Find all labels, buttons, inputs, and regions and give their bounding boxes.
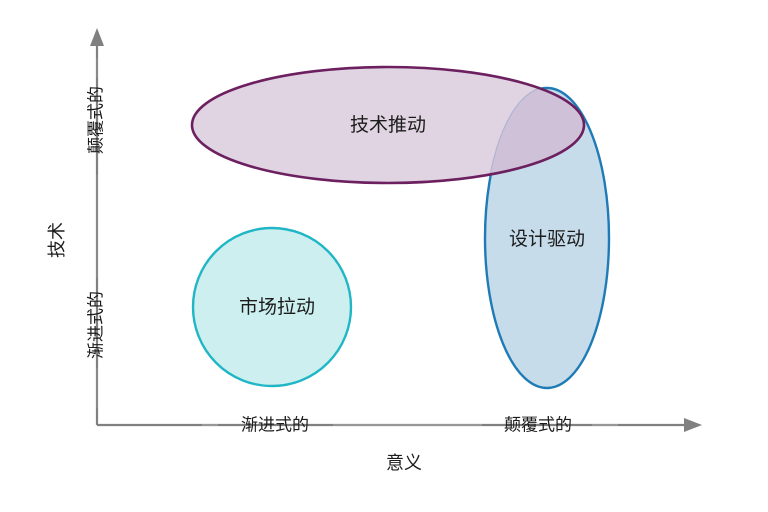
x-axis-title: 意义: [386, 453, 422, 473]
y-axis-high-label: 颠覆式的: [86, 86, 105, 154]
market-pull-circle[interactable]: [191, 226, 353, 388]
y-axis-low-label: 渐进式的: [86, 291, 105, 359]
x-axis-arrow-icon: [684, 418, 702, 432]
market-pull-label: 市场拉动: [239, 296, 315, 318]
tech-push-label: 技术推动: [350, 114, 426, 136]
y-axis-arrow-icon: [90, 28, 104, 46]
y-axis-title: 技术: [47, 222, 67, 258]
x-axis-high-label: 颠覆式的: [504, 415, 572, 434]
design-driven-label: 设计驱动: [509, 228, 585, 250]
tech-push-ellipse[interactable]: [190, 65, 586, 185]
shape-market-pull[interactable]: [191, 226, 353, 388]
x-axis-low-label: 渐进式的: [241, 415, 309, 434]
shape-tech-push[interactable]: [190, 65, 586, 185]
